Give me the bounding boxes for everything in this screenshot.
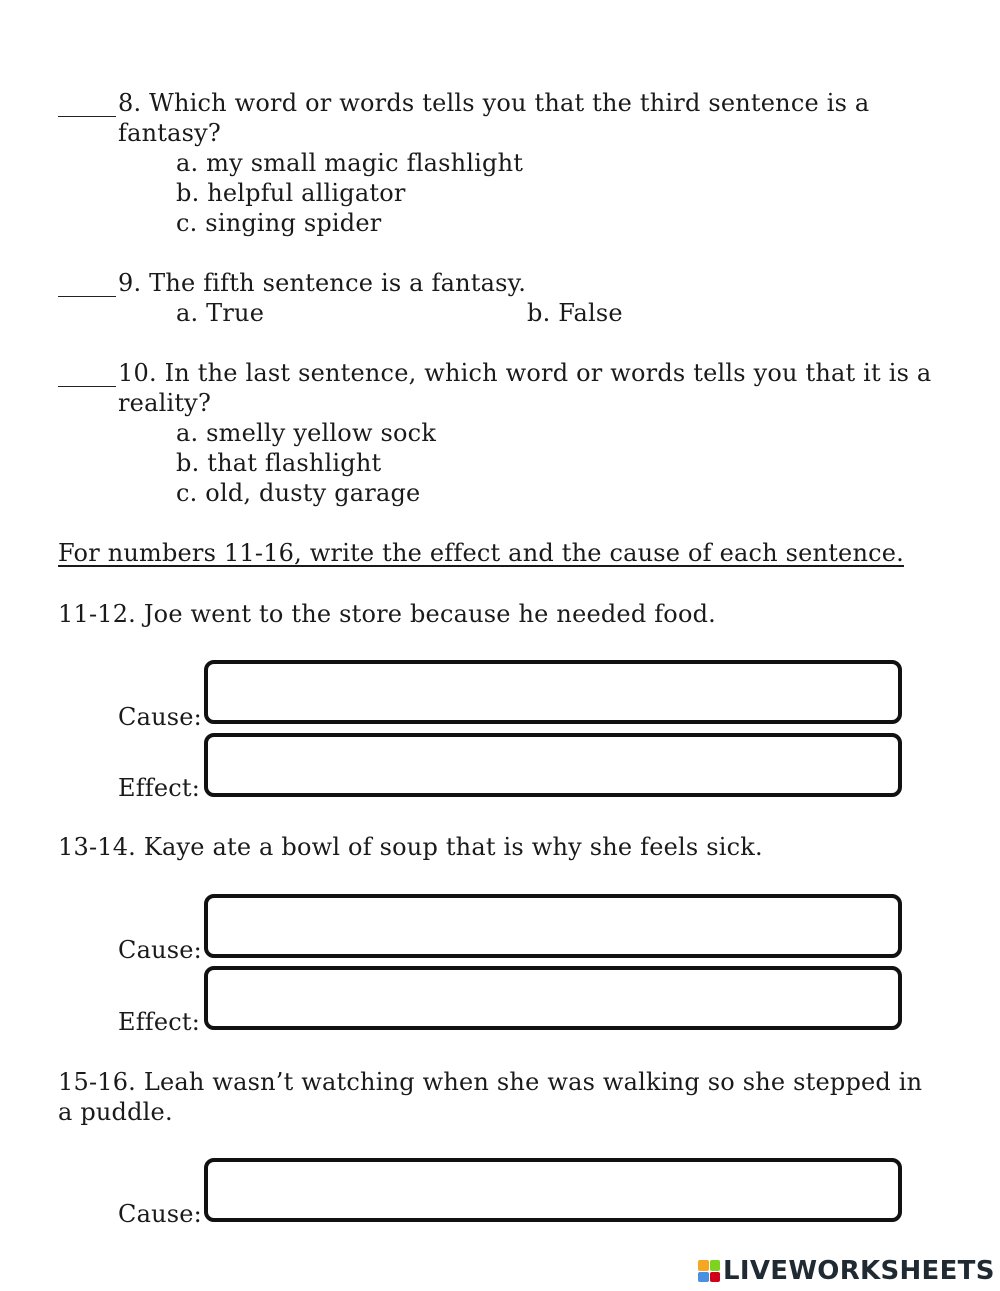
instructions-heading: For numbers 11-16, write the effect and …	[58, 539, 904, 567]
question-8-option-b: b. helpful alligator	[176, 179, 406, 207]
effect-input-14[interactable]	[204, 966, 902, 1030]
cause-input-11[interactable]	[204, 660, 902, 724]
question-9-option-b: b. False	[527, 299, 623, 327]
logo-block-2	[709, 1260, 720, 1271]
effect-input-12[interactable]	[204, 733, 902, 797]
logo-block-1	[698, 1260, 709, 1271]
answer-blank-9[interactable]	[58, 296, 116, 297]
question-10-text-cont: reality?	[118, 389, 212, 417]
question-13-14-sentence: 13-14. Kaye ate a bowl of soup that is w…	[58, 833, 763, 861]
question-10-option-c: c. old, dusty garage	[176, 479, 421, 507]
logo-block-4	[709, 1271, 720, 1282]
cause-input-13[interactable]	[204, 894, 902, 958]
effect-label-14: Effect:	[118, 1008, 201, 1036]
cause-label-15: Cause:	[118, 1200, 202, 1228]
logo-block-3	[698, 1271, 709, 1282]
question-11-12-sentence: 11-12. Joe went to the store because he …	[58, 600, 717, 628]
answer-blank-8[interactable]	[58, 116, 116, 117]
question-15-16-sentence-cont: a puddle.	[58, 1098, 173, 1126]
question-9-text: 9. The fifth sentence is a fantasy.	[118, 269, 527, 297]
question-8-text-cont: fantasy?	[118, 119, 221, 147]
question-15-16-sentence: 15-16. Leah wasn’t watching when she was…	[58, 1068, 923, 1096]
effect-label-12: Effect:	[118, 774, 201, 802]
question-8-option-a: a. my small magic flashlight	[176, 149, 524, 177]
question-9-option-a: a. True	[176, 299, 265, 327]
question-10-text: 10. In the last sentence, which word or …	[118, 359, 932, 387]
question-8-option-c: c. singing spider	[176, 209, 382, 237]
cause-label-11: Cause:	[118, 703, 202, 731]
question-10-option-b: b. that flashlight	[176, 449, 382, 477]
question-8-text: 8. Which word or words tells you that th…	[118, 89, 870, 117]
liveworksheets-logo: LIVEWORKSHEETS	[698, 1256, 995, 1286]
cause-label-13: Cause:	[118, 936, 202, 964]
liveworksheets-logo-icon	[698, 1260, 720, 1282]
answer-blank-10[interactable]	[58, 386, 116, 387]
cause-input-15[interactable]	[204, 1158, 902, 1222]
liveworksheets-logo-text: LIVEWORKSHEETS	[723, 1256, 995, 1286]
question-10-option-a: a. smelly yellow sock	[176, 419, 437, 447]
